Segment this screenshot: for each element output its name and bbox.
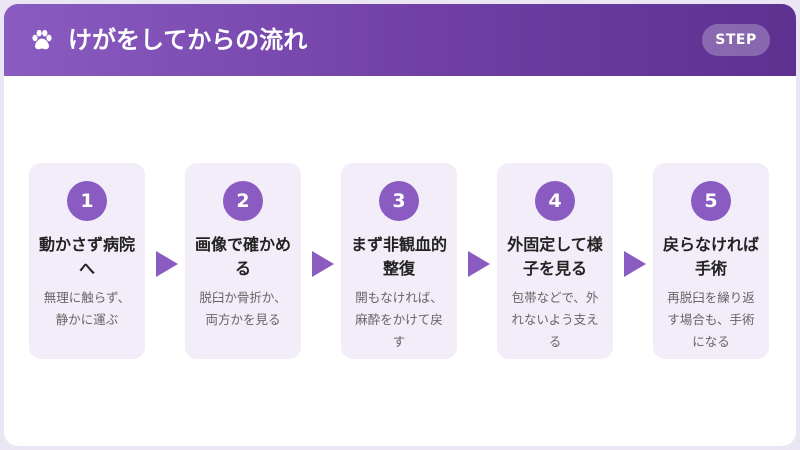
arrow-right-icon: [156, 251, 178, 277]
step-title: 動かさず病院へ: [39, 235, 136, 278]
step-number: 3: [379, 181, 419, 221]
step-number: 4: [535, 181, 575, 221]
step-description: 無理に触らず、静かに運ぶ: [43, 290, 131, 327]
arrow-right-icon: [468, 251, 490, 277]
step-description: 開もなければ、麻酔をかけて戻す: [355, 290, 443, 349]
step-title: 戻らなければ手術: [663, 235, 760, 278]
header-bar: けがをしてからの流れ STEP: [4, 4, 796, 76]
step-card-2: 2 画像で確かめる 脱臼か骨折か、両方かを見る: [185, 163, 301, 359]
step-description: 再脱臼を繰り返す場合も、手術になる: [667, 290, 755, 349]
step-card-5: 5 戻らなければ手術 再脱臼を繰り返す場合も、手術になる: [653, 163, 769, 359]
arrow-right-icon: [312, 251, 334, 277]
paw-icon: [32, 29, 52, 50]
step-flow: 1 動かさず病院へ 無理に触らず、静かに運ぶ 2 画像で確かめる 脱臼か骨折か、…: [29, 163, 771, 359]
step-card-4: 4 外固定して様子を見る 包帯などで、外れないよう支える: [497, 163, 613, 359]
step-number: 2: [223, 181, 263, 221]
step-description: 包帯などで、外れないよう支える: [511, 290, 599, 349]
step-card-3: 3 まず非観血的整復 開もなければ、麻酔をかけて戻す: [341, 163, 457, 359]
step-number: 1: [67, 181, 107, 221]
arrow-right-icon: [624, 251, 646, 277]
step-title: 画像で確かめる: [195, 235, 292, 278]
step-card-1: 1 動かさず病院へ 無理に触らず、静かに運ぶ: [29, 163, 145, 359]
step-badge: STEP: [702, 24, 770, 56]
step-number: 5: [691, 181, 731, 221]
flow-card: けがをしてからの流れ STEP 1 動かさず病院へ 無理に触らず、静かに運ぶ 2…: [4, 4, 796, 446]
page-title: けがをしてからの流れ: [68, 26, 308, 54]
step-title: まず非観血的整復: [351, 235, 448, 278]
step-title: 外固定して様子を見る: [507, 235, 603, 278]
step-description: 脱臼か骨折か、両方かを見る: [199, 290, 287, 327]
